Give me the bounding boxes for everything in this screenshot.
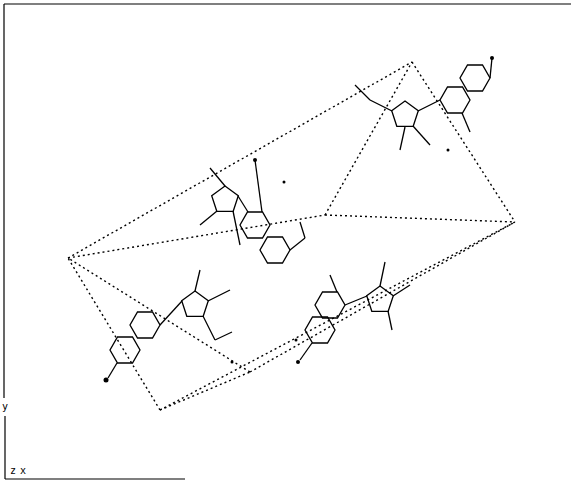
axis-label: z <box>10 465 16 477</box>
axis-label: x <box>20 465 26 477</box>
atom-dots <box>104 56 495 383</box>
unit-cell <box>68 62 515 410</box>
axes <box>5 416 185 479</box>
molecule <box>200 160 305 263</box>
molecule <box>355 58 492 150</box>
axis-label: y <box>2 401 8 413</box>
frame <box>4 4 571 398</box>
molecule <box>300 262 410 360</box>
molecule <box>108 270 232 378</box>
